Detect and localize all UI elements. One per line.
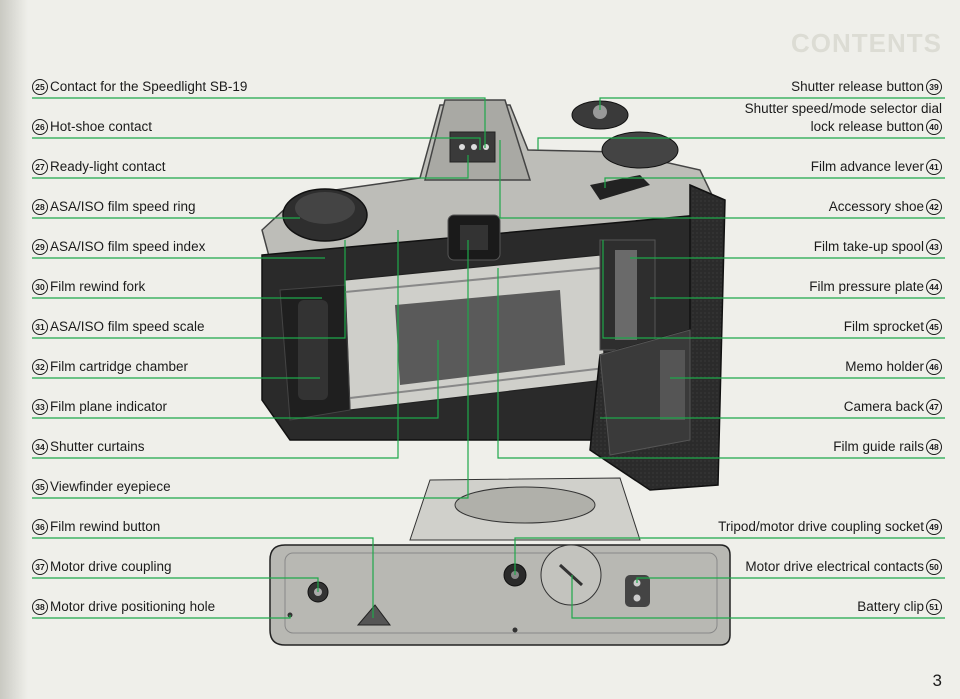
callout-label: Film cartridge chamber xyxy=(50,359,189,374)
callout-label: Shutter release button xyxy=(791,79,924,94)
callout-label: Motor drive positioning hole xyxy=(50,599,216,614)
callout-label: Film advance lever xyxy=(810,159,924,174)
callout-label: Shutter curtains xyxy=(50,439,145,454)
callout-label: Camera back xyxy=(843,399,924,414)
camera-rear-view xyxy=(261,99,726,541)
page-binding-shadow xyxy=(0,0,28,699)
callout-label: Viewfinder eyepiece xyxy=(50,479,171,494)
camera-bottom-view xyxy=(269,544,731,646)
callout-label: ASA/ISO film speed ring xyxy=(50,199,196,214)
callout-label: ASA/ISO film speed index xyxy=(50,239,206,254)
callout-label: Film plane indicator xyxy=(50,399,168,414)
callout-label: Film rewind fork xyxy=(50,279,146,294)
callout-label: Motor drive coupling xyxy=(50,559,172,574)
callout-label: Film rewind button xyxy=(50,519,161,534)
leader-lines-left xyxy=(32,97,486,619)
callout-label: Accessory shoe xyxy=(828,199,924,214)
callout-label: Motor drive electrical contacts xyxy=(745,559,924,574)
page-number: 3 xyxy=(932,671,942,690)
callout-40-line1: Shutter speed/mode selector dial xyxy=(745,100,942,118)
callout-label: Film sprocket xyxy=(843,319,924,334)
leader-lines-right xyxy=(497,97,945,619)
callout-label: Ready-light contact xyxy=(50,159,166,174)
callout-label: Film pressure plate xyxy=(809,279,924,294)
callout-label: Battery clip xyxy=(857,599,924,614)
callout-label: Tripod/motor drive coupling socket xyxy=(718,519,924,534)
callout-label: Shutter speed/mode selector dial xyxy=(744,101,942,116)
callout-label: Memo holder xyxy=(845,359,924,374)
callout-label: ASA/ISO film speed scale xyxy=(50,319,205,334)
callout-label: Hot-shoe contact xyxy=(50,119,153,134)
callout-label: Film guide rails xyxy=(833,439,924,454)
callout-label: Contact for the Speedlight SB-19 xyxy=(50,79,248,94)
callout-label: lock release button xyxy=(810,119,924,134)
callout-label: Film take-up spool xyxy=(813,239,924,254)
bleed-through-heading: CONTENTS xyxy=(791,28,942,58)
